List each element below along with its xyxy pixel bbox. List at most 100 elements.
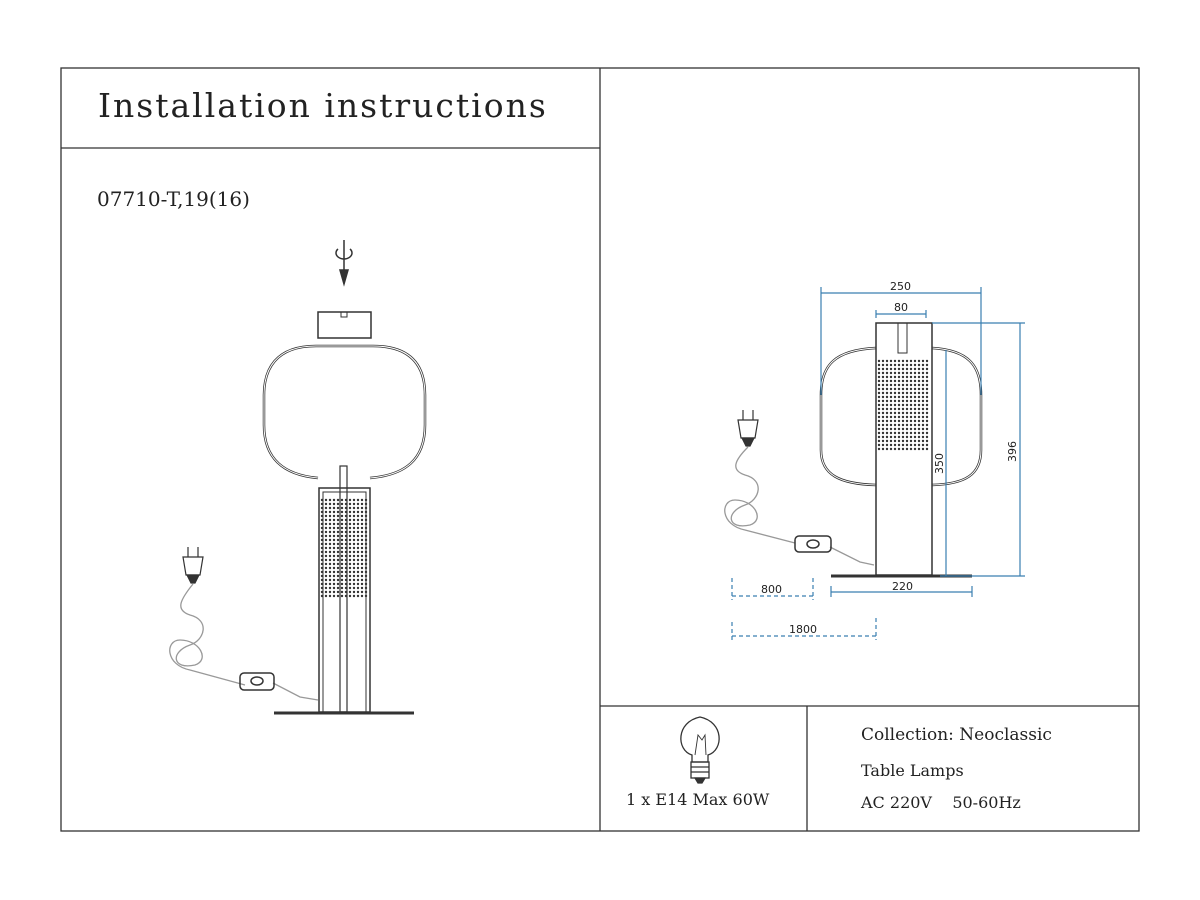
perforation-dot	[913, 431, 917, 435]
perforation-dot	[324, 526, 328, 530]
perforation-dot	[328, 542, 332, 546]
perforation-dot	[356, 498, 360, 502]
perforation-dot	[905, 379, 909, 383]
cord-switch	[794, 535, 832, 553]
perforation-dot	[320, 578, 324, 582]
perforation-dot	[893, 403, 897, 407]
perforation-dot	[348, 514, 352, 518]
perforation-dot	[885, 435, 889, 439]
perforation-dot	[889, 367, 893, 371]
perforation-dot	[897, 443, 901, 447]
perforation-dot	[364, 506, 368, 510]
perforation-dot	[881, 387, 885, 391]
perforation-dot	[340, 578, 344, 582]
perforation-dot	[897, 407, 901, 411]
perforation-dot	[905, 363, 909, 367]
perforation-dot	[336, 578, 340, 582]
perforation-dot	[889, 391, 893, 395]
perforation-dot	[352, 554, 356, 558]
perforation-dot	[328, 514, 332, 518]
perforation-dot	[344, 542, 348, 546]
perforation-dot	[917, 383, 921, 387]
perforation-dot	[917, 403, 921, 407]
perforation-dot	[909, 407, 913, 411]
perforation-dot	[360, 518, 364, 522]
perforation-dot	[364, 562, 368, 566]
perforation-dot	[324, 498, 328, 502]
perforation-dot	[356, 538, 360, 542]
lamp-dimension-view	[724, 322, 983, 578]
perforation-dot	[344, 586, 348, 590]
perforation-dot	[917, 419, 921, 423]
perforation-dot	[344, 506, 348, 510]
perforation-dot	[356, 526, 360, 530]
perforation-dot	[909, 419, 913, 423]
perforation-dot	[360, 514, 364, 518]
perforation-dot	[364, 498, 368, 502]
perforation-dot	[340, 566, 344, 570]
perforation-dot	[364, 526, 368, 530]
perforation-dot	[348, 558, 352, 562]
perforation-dot	[881, 391, 885, 395]
perforation-dot	[901, 427, 905, 431]
perforation-dot	[324, 510, 328, 514]
perforation-dot	[324, 554, 328, 558]
perforation-dot	[881, 359, 885, 363]
perforation-dot	[320, 558, 324, 562]
perforation-dot	[921, 439, 925, 443]
perforation-dot	[905, 367, 909, 371]
perforation-dot	[877, 435, 881, 439]
perforation-dot	[917, 395, 921, 399]
perforation-dot	[893, 371, 897, 375]
perforation-dot	[913, 363, 917, 367]
perforation-dot	[320, 518, 324, 522]
perforation-dot	[356, 550, 360, 554]
perforation-dot	[352, 502, 356, 506]
perforation-dot	[897, 395, 901, 399]
perforation-dot	[352, 514, 356, 518]
perforation-dot	[336, 574, 340, 578]
perforation-dot	[320, 590, 324, 594]
perforation-dot	[905, 395, 909, 399]
perforation-dot	[877, 391, 881, 395]
perforation-dot	[909, 375, 913, 379]
perforation-dot	[885, 423, 889, 427]
perforation-dot	[320, 586, 324, 590]
perforation-dot	[877, 415, 881, 419]
perforation-dot	[352, 578, 356, 582]
perforation-dot	[348, 554, 352, 558]
perforation-dot	[909, 403, 913, 407]
perforation-dot	[917, 431, 921, 435]
perforation-dot	[348, 586, 352, 590]
page-title: Installation instructions	[98, 86, 548, 125]
perforation-dot	[889, 379, 893, 383]
perforation-dot	[901, 399, 905, 403]
perforation-dot	[925, 395, 929, 399]
dim-800: 800	[761, 583, 782, 596]
perforation-dot	[889, 439, 893, 443]
perforation-dot	[332, 514, 336, 518]
perforation-dot	[344, 578, 348, 582]
perforation-dot	[913, 427, 917, 431]
perforation-dot	[909, 395, 913, 399]
perforation-dot	[328, 526, 332, 530]
perforation-dot	[332, 502, 336, 506]
perforation-dot	[913, 383, 917, 387]
perforation-dot	[905, 415, 909, 419]
perforation-dot	[921, 367, 925, 371]
perforation-dot	[897, 367, 901, 371]
perforation-dot	[901, 423, 905, 427]
perforation-dot	[332, 586, 336, 590]
perforation-dot	[921, 399, 925, 403]
perforation-dot	[356, 530, 360, 534]
perforation-dot	[360, 566, 364, 570]
perforation-dot	[917, 391, 921, 395]
perforation-dot	[897, 419, 901, 423]
perforation-dot	[340, 542, 344, 546]
perforation-dot	[344, 582, 348, 586]
perforation-dot	[360, 582, 364, 586]
perforation-dot	[340, 550, 344, 554]
perforation-dot	[909, 411, 913, 415]
perforation-dot	[360, 594, 364, 598]
perforation-dot	[328, 590, 332, 594]
